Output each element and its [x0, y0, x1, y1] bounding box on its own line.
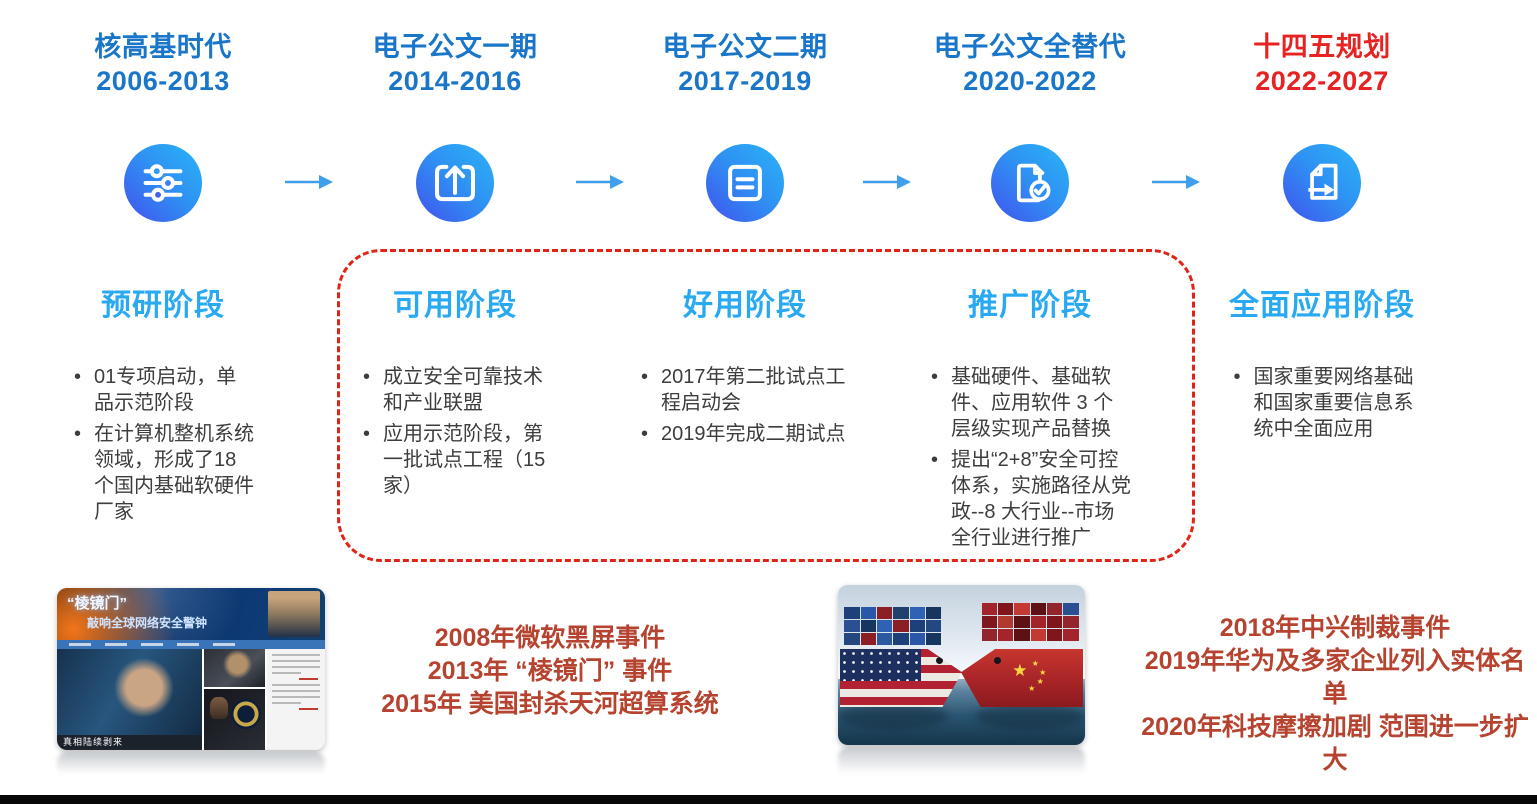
bullet: 在计算机整机系统领域，形成了18个国内基础软硬件厂家	[70, 421, 256, 525]
phase-title: 推广阶段	[968, 289, 1092, 322]
bullet-list: 01专项启动，单品示范阶段 在计算机整机系统领域，形成了18个国内基础软硬件厂家	[70, 364, 256, 530]
china-flag-star: ★	[1031, 659, 1039, 669]
era-title: 核高基时代 2006-2013	[18, 30, 308, 98]
sliders-icon	[124, 144, 202, 222]
event-line: 2008年微软黑屏事件	[434, 624, 666, 652]
document-export-icon	[1283, 144, 1361, 222]
bullet-list: 2017年第二批试点工程启动会 2019年完成二期试点	[637, 364, 853, 452]
events-left: 2008年微软黑屏事件 2013年 “棱镜门” 事件 2015年 美国封杀天河超…	[360, 622, 740, 721]
ship-reflection	[838, 703, 948, 729]
upload-box-icon	[416, 144, 494, 222]
era-title: 电子公文一期 2014-2016	[310, 30, 600, 98]
video-caption: 真相陆续剥来	[57, 735, 202, 750]
prism-article-text	[267, 649, 325, 750]
bullet: 应用示范阶段，第一批试点工程（15家）	[359, 421, 551, 499]
trade-war-image: ★ ★ ★ ★ ★	[838, 585, 1085, 745]
era-years: 2017-2019	[678, 66, 812, 96]
event-line: 2015年 美国封杀天河超算系统	[381, 690, 719, 718]
arrow-right-icon	[863, 175, 911, 189]
china-flag-star: ★	[1012, 660, 1028, 680]
china-flag-star: ★	[1028, 683, 1036, 693]
ship-card-reflection	[838, 747, 1085, 779]
era-years: 2022-2027	[1255, 66, 1389, 96]
events-right: 2018年中兴制裁事件 2019年华为及多家企业列入实体名单 2020年科技摩擦…	[1135, 612, 1535, 777]
prism-main-photo: 真相陆续剥来	[57, 649, 204, 750]
prism-banner: “棱镜门” 敲响全球网络安全警钟	[57, 588, 325, 640]
phase-title: 预研阶段	[101, 289, 225, 322]
snowden-photo-small	[203, 649, 266, 689]
snowden-portrait	[268, 591, 320, 637]
highlight-dashed-box	[337, 249, 1195, 562]
era-title: 电子公文全替代 2020-2022	[885, 30, 1175, 98]
ship-reflection	[975, 703, 1085, 729]
bullet: 成立安全可靠技术和产业联盟	[359, 364, 551, 416]
prism-side-photos	[203, 649, 268, 750]
bullet-list: 基础硬件、基础软件、应用软件 3 个层级实现产品替换 提出“2+8”安全可控体系…	[927, 364, 1133, 556]
bullet: 01专项启动，单品示范阶段	[70, 364, 256, 416]
arrow-right-icon	[1152, 175, 1200, 189]
document-lines-icon	[706, 144, 784, 222]
era-years: 2014-2016	[388, 66, 522, 96]
bullet-list: 国家重要网络基础和国家重要信息系统中全面应用	[1230, 364, 1415, 447]
era-years: 2006-2013	[96, 66, 230, 96]
bottom-bar	[0, 795, 1537, 804]
china-flag-star: ★	[1039, 667, 1047, 677]
document-check-icon	[991, 144, 1069, 222]
prism-reflection	[57, 752, 325, 778]
bullet: 国家重要网络基础和国家重要信息系统中全面应用	[1230, 364, 1415, 442]
stage-3: 电子公文二期 2017-2019 好用阶段 2017年第二批试点工程启动会 20…	[600, 0, 890, 570]
era-years: 2020-2022	[963, 66, 1097, 96]
stage-5: 十四五规划 2022-2027 全面应用阶段 国家重要网络基础和国家重要信息系统…	[1177, 0, 1467, 570]
arrow-right-icon	[576, 175, 624, 189]
bullet: 2017年第二批试点工程启动会	[637, 364, 853, 416]
era-name: 电子公文二期	[662, 32, 828, 62]
phase-title: 全面应用阶段	[1229, 289, 1415, 322]
arrow-right-icon	[285, 175, 333, 189]
stage-2: 电子公文一期 2014-2016 可用阶段 成立安全可靠技术和产业联盟 应用示范…	[310, 0, 600, 570]
prism-subheadline: 敲响全球网络安全警钟	[87, 616, 208, 630]
china-flag-star: ★	[1036, 676, 1044, 686]
bullet: 2019年完成二期试点	[637, 421, 853, 447]
snowden-photo	[57, 649, 202, 735]
bullet: 提出“2+8”安全可控体系，实施路径从党政--8 大行业--市场全行业进行推广	[927, 447, 1133, 551]
era-name: 电子公文一期	[372, 32, 538, 62]
era-name: 十四五规划	[1253, 32, 1391, 62]
era-title: 电子公文二期 2017-2019	[600, 30, 890, 98]
bullet: 基础硬件、基础软件、应用软件 3 个层级实现产品替换	[927, 364, 1133, 442]
obama-seal-photo	[203, 689, 266, 750]
era-name: 电子公文全替代	[933, 32, 1127, 62]
bullet-list: 成立安全可靠技术和产业联盟 应用示范阶段，第一批试点工程（15家）	[359, 364, 551, 504]
us-ship-hull	[840, 649, 962, 707]
prism-navbar	[57, 640, 325, 649]
event-line: 2013年 “棱镜门” 事件	[427, 657, 673, 685]
event-line: 2018年中兴制裁事件	[1219, 614, 1451, 642]
prism-headline: “棱镜门”	[67, 595, 128, 612]
stage-4: 电子公文全替代 2020-2022 推广阶段 基础硬件、基础软件、应用软件 3 …	[885, 0, 1175, 570]
china-ship-hull: ★ ★ ★ ★ ★	[961, 649, 1083, 707]
event-line: 2019年华为及多家企业列入实体名单	[1144, 647, 1526, 708]
us-containers	[844, 607, 944, 645]
phase-title: 好用阶段	[683, 289, 807, 322]
phase-title: 可用阶段	[393, 289, 517, 322]
prism-gate-image: “棱镜门” 敲响全球网络安全警钟 真相陆续剥来	[57, 588, 325, 750]
stage-1: 核高基时代 2006-2013 预研阶段 01专项启动，单品示范阶段 在计算机整…	[18, 0, 308, 570]
event-line: 2020年科技摩擦加剧 范围进一步扩大	[1141, 713, 1529, 774]
era-title: 十四五规划 2022-2027	[1177, 30, 1467, 98]
era-name: 核高基时代	[94, 32, 232, 62]
china-containers	[979, 603, 1079, 641]
prism-body: 真相陆续剥来	[57, 649, 325, 750]
